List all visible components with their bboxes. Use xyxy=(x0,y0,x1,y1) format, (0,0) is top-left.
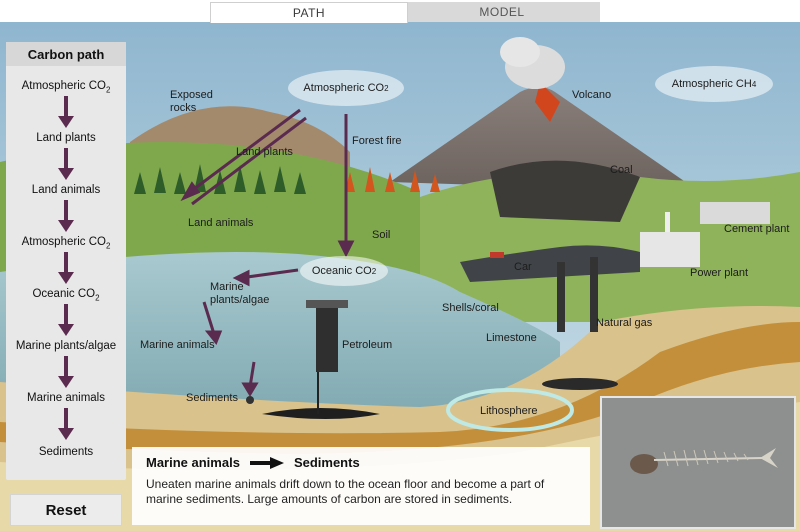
lithosphere-label: Lithosphere xyxy=(480,405,538,417)
path-step-6[interactable]: Marine plants/algae xyxy=(6,340,126,352)
tab-path[interactable]: PATH xyxy=(210,2,408,23)
atmospheric-co2-label: Atmospheric CO xyxy=(303,82,385,94)
power-plant-label: Power plant xyxy=(690,267,749,279)
path-step-7-label: Marine animals xyxy=(27,392,105,404)
path-arrow-icon xyxy=(58,356,74,388)
tab-bar: PATH MODEL xyxy=(0,0,800,23)
path-step-5[interactable]: Oceanic CO2 xyxy=(32,288,100,303)
path-arrow-icon xyxy=(58,200,74,232)
atmospheric-ch4-label: Atmospheric CH xyxy=(671,78,752,90)
step-info-from: Marine animals xyxy=(146,455,240,470)
step-info-description: Uneaten marine animals drift down to the… xyxy=(146,477,545,506)
coal-label: Coal xyxy=(610,164,633,176)
marine-animals-label: Marine animals xyxy=(140,339,215,351)
path-step-8[interactable]: Sediments xyxy=(6,446,126,458)
exposed-rocks-label: Exposed rocks xyxy=(170,89,213,114)
path-step-8-label: Sediments xyxy=(38,446,94,458)
path-step-3[interactable]: Land animals xyxy=(6,184,126,196)
path-step-5-label: Oceanic CO xyxy=(32,288,96,300)
oceanic-co2-label: Oceanic CO xyxy=(311,265,372,277)
fish-skeleton-image xyxy=(602,398,794,527)
path-arrow-icon xyxy=(58,96,74,128)
fish-skeleton-video[interactable] xyxy=(600,396,796,529)
petroleum-label: Petroleum xyxy=(342,339,393,351)
tab-model[interactable]: MODEL xyxy=(404,2,600,22)
path-step-1-label: Atmospheric CO xyxy=(21,80,106,92)
car-label: Car xyxy=(514,261,532,273)
marine-plants-label: Marine plants/algae xyxy=(210,281,270,306)
carbon-path-panel: Carbon path Atmospheric CO2 Land plants … xyxy=(6,42,126,480)
natural-gas-label: Natural gas xyxy=(596,317,653,329)
sediments-label: Sediments xyxy=(186,392,238,404)
path-step-1[interactable]: Atmospheric CO2 xyxy=(21,80,111,95)
path-step-4[interactable]: Atmospheric CO2 xyxy=(21,236,111,251)
limestone-label: Limestone xyxy=(486,332,537,344)
reset-button[interactable]: Reset xyxy=(10,494,122,526)
path-step-7[interactable]: Marine animals xyxy=(6,392,126,404)
path-arrow-icon xyxy=(58,252,74,284)
shells-coral-label: Shells/coral xyxy=(442,302,499,314)
path-step-2[interactable]: Land plants xyxy=(6,132,126,144)
soil-label: Soil xyxy=(372,229,391,241)
step-info-to: Sediments xyxy=(293,455,360,470)
step-info-panel: Marine animals Sediments Uneaten marine … xyxy=(132,447,590,525)
path-step-2-label: Land plants xyxy=(36,132,96,144)
right-arrow-icon xyxy=(249,456,284,469)
step-info-heading: Marine animals Sediments xyxy=(146,455,360,470)
forest-fire-label: Forest fire xyxy=(352,135,402,147)
cement-plant-label: Cement plant xyxy=(724,223,790,235)
path-arrow-icon xyxy=(58,408,74,440)
path-arrow-icon xyxy=(58,148,74,180)
path-arrow-icon xyxy=(58,304,74,336)
land-plants-label: Land plants xyxy=(236,146,293,158)
path-step-4-label: Atmospheric CO xyxy=(21,236,106,248)
path-step-6-label: Marine plants/algae xyxy=(15,340,117,352)
carbon-path-title: Carbon path xyxy=(6,42,126,66)
volcano-label: Volcano xyxy=(572,89,612,101)
land-animals-label: Land animals xyxy=(188,217,254,229)
path-step-3-label: Land animals xyxy=(31,184,101,196)
